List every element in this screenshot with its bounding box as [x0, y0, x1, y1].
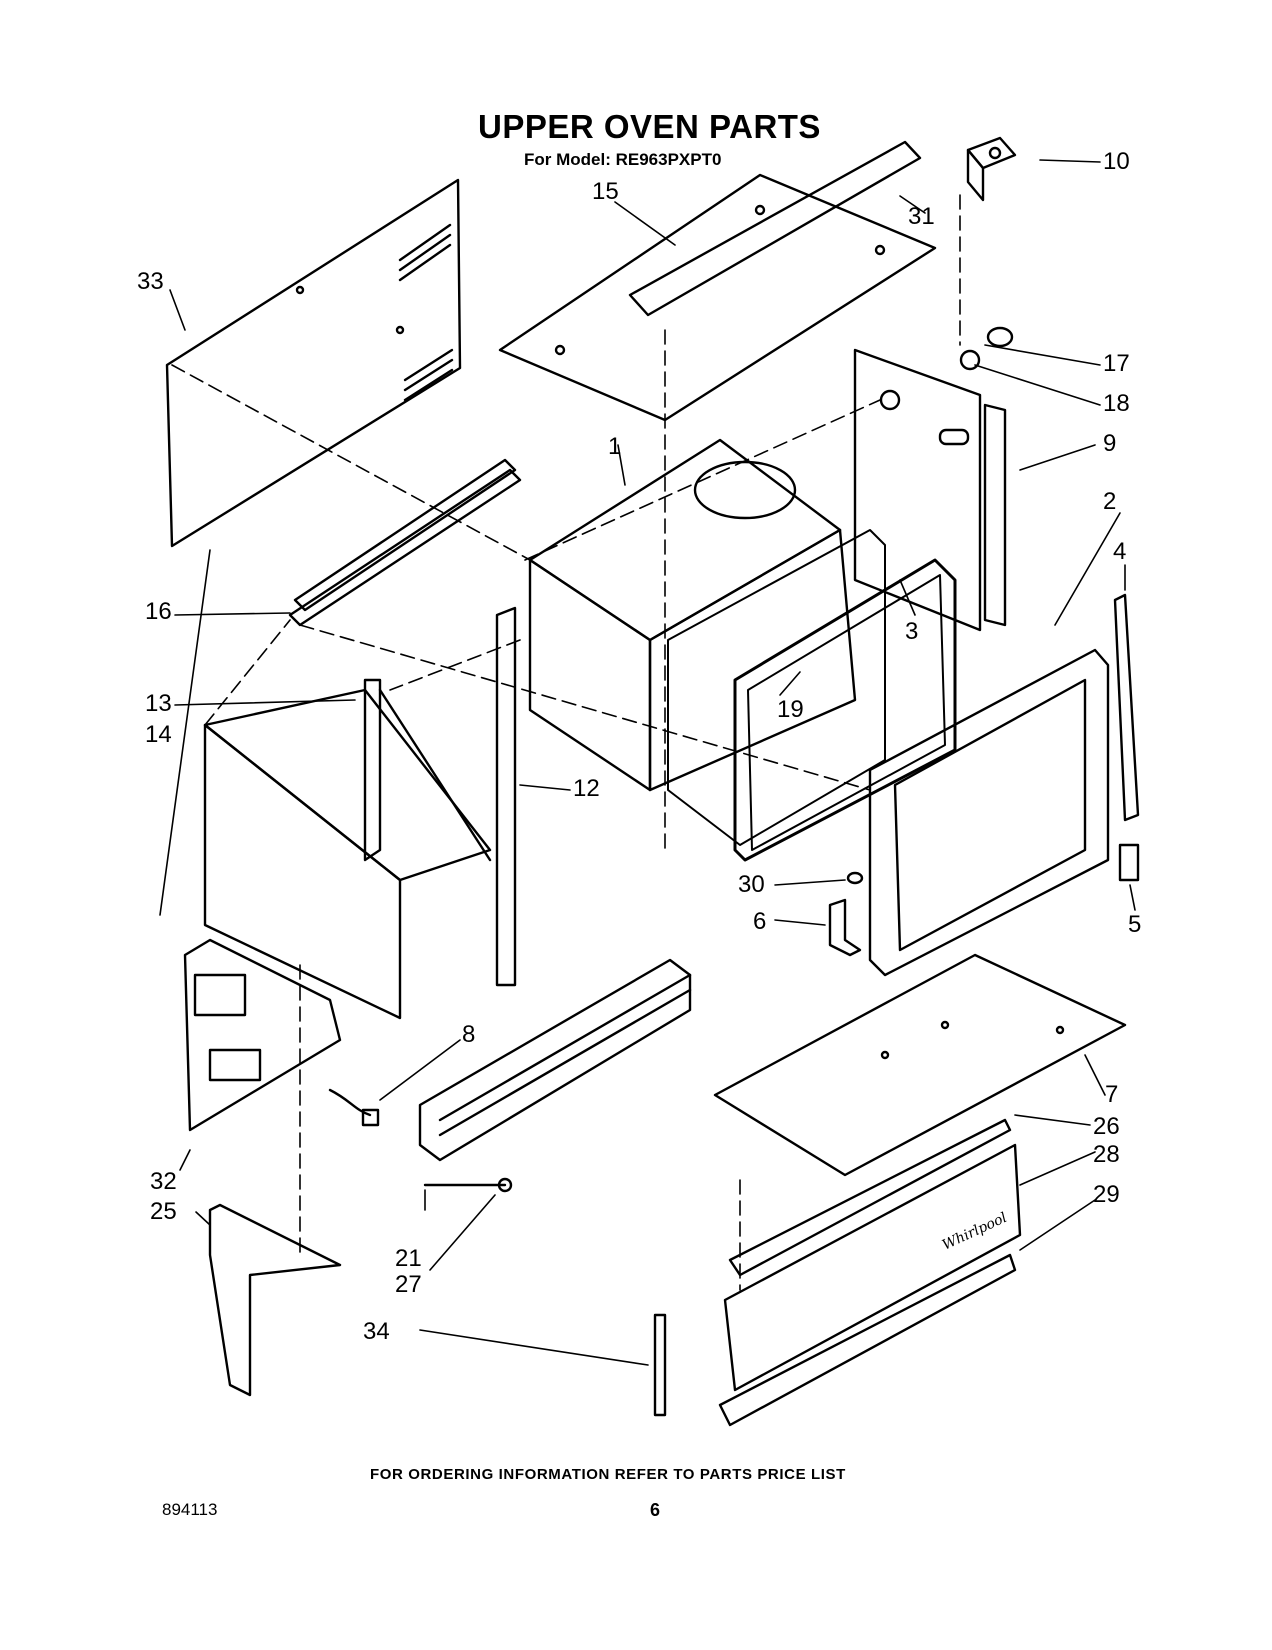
part-7-bottom-panel	[713, 953, 1127, 1177]
part-30-6-small-parts	[828, 871, 864, 957]
callout-33: 33	[137, 268, 164, 295]
callout-17: 17	[1103, 350, 1130, 377]
part-4-trim	[1113, 593, 1140, 822]
callout-12: 12	[573, 775, 600, 802]
part-1-oven-cavity	[528, 438, 857, 792]
callout-21: 21	[395, 1245, 422, 1272]
callout-25: 25	[150, 1198, 177, 1225]
page-number: 6	[650, 1500, 661, 1520]
callout-34: 34	[363, 1318, 390, 1345]
callout-5: 5	[1128, 911, 1142, 938]
callout-7: 7	[1105, 1081, 1119, 1108]
callout-10: 10	[1103, 148, 1130, 175]
part-15-top-panel	[498, 140, 937, 422]
callout-32: 32	[150, 1168, 177, 1195]
callout-13: 13	[145, 690, 172, 717]
part-26-strip	[728, 1118, 1012, 1277]
callout-1: 1	[608, 433, 622, 460]
part-3-gasket	[667, 529, 957, 862]
part-10-bracket	[966, 136, 1017, 202]
part-2-front-frame	[868, 648, 1110, 977]
callout-16: 16	[145, 598, 172, 625]
callout-28: 28	[1093, 1141, 1120, 1168]
callout-9: 9	[1103, 430, 1117, 457]
part-29-lower-strip	[718, 1253, 1017, 1427]
part-34-rod	[653, 1313, 667, 1417]
part-12-channel	[495, 606, 517, 987]
callout-6: 6	[753, 908, 767, 935]
model-subtitle: For Model: RE963PXPT0	[524, 150, 722, 169]
leader-lines	[159, 159, 1136, 1366]
callout-8: 8	[462, 1021, 476, 1048]
callout-15: 15	[592, 178, 619, 205]
page-title: UPPER OVEN PARTS	[478, 108, 821, 145]
callout-2: 2	[1103, 488, 1117, 515]
callout-26: 26	[1093, 1113, 1120, 1140]
part-17-18-lamp	[959, 326, 1014, 371]
callout-27: 27	[395, 1271, 422, 1298]
callout-4: 4	[1113, 538, 1127, 565]
callout-18: 18	[1103, 390, 1130, 417]
part-14-side-box	[203, 678, 492, 1020]
part-32-side-panel	[183, 938, 342, 1132]
ordering-note: FOR ORDERING INFORMATION REFER TO PARTS …	[370, 1466, 846, 1483]
callout-29: 29	[1093, 1181, 1120, 1208]
callout-3: 3	[905, 618, 919, 645]
part-25-bracket	[208, 1203, 342, 1397]
part-5-clip	[1118, 843, 1140, 882]
callout-14: 14	[145, 721, 172, 748]
assembly-lines	[171, 194, 961, 1291]
callout-31: 31	[908, 203, 935, 230]
document-number: 894113	[162, 1500, 218, 1519]
callout-30: 30	[738, 871, 765, 898]
part-28-logo-panel: Whirlpool	[723, 1143, 1022, 1392]
part-16-rail	[288, 458, 522, 627]
part-9-side-panel	[853, 348, 1007, 632]
part-33-rear-panel	[165, 178, 462, 548]
part-8-21-27-trough	[328, 958, 692, 1193]
callout-19: 19	[777, 696, 804, 723]
